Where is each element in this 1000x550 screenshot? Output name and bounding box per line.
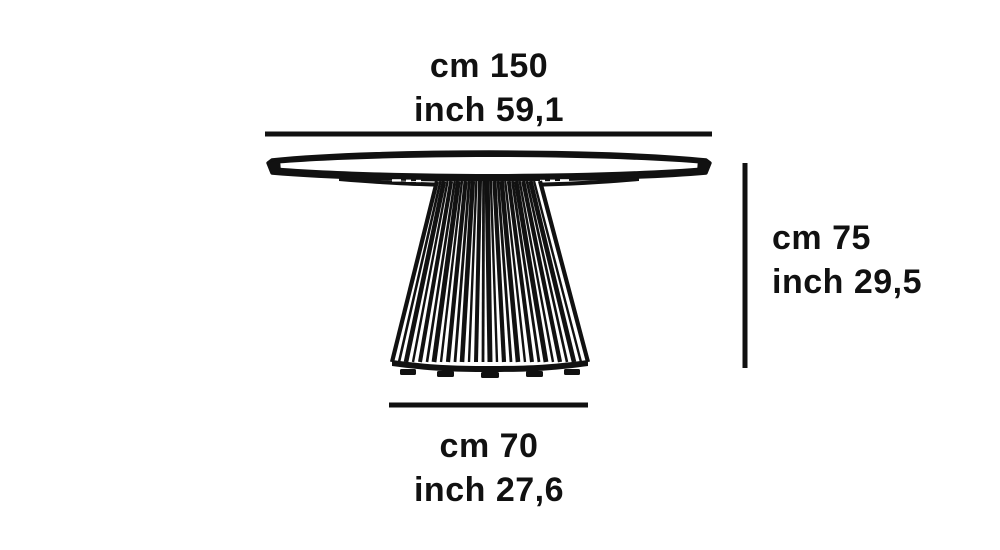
base-dimension-label: cm 70 inch 27,6 xyxy=(0,424,978,512)
pedestal-flutes xyxy=(389,180,591,363)
width-inch-text: inch 59,1 xyxy=(413,91,564,129)
table-top-left-tip xyxy=(268,159,281,172)
apron-tick-marks xyxy=(392,179,569,183)
table-top-right-tip xyxy=(697,159,710,172)
table-apron xyxy=(339,177,639,187)
base-cm-text: cm 70 xyxy=(439,427,539,465)
table-top-upper-face xyxy=(272,153,706,164)
height-cm-text: cm 75 xyxy=(772,219,871,257)
dimension-rules xyxy=(265,131,748,408)
width-dimension-label: cm 150 inch 59,1 xyxy=(0,44,978,132)
height-inch-text: inch 29,5 xyxy=(772,263,923,301)
width-cm-text: cm 150 xyxy=(429,47,549,85)
pedestal-base xyxy=(389,180,591,378)
base-inch-text: inch 27,6 xyxy=(413,471,564,509)
pedestal-feet xyxy=(400,369,580,378)
pedestal-base-rim xyxy=(392,360,588,372)
table-top-underside-band xyxy=(271,167,707,180)
table-top xyxy=(266,150,712,182)
apron-band xyxy=(339,177,639,187)
height-dimension-label: cm 75 inch 29,5 xyxy=(772,216,922,304)
